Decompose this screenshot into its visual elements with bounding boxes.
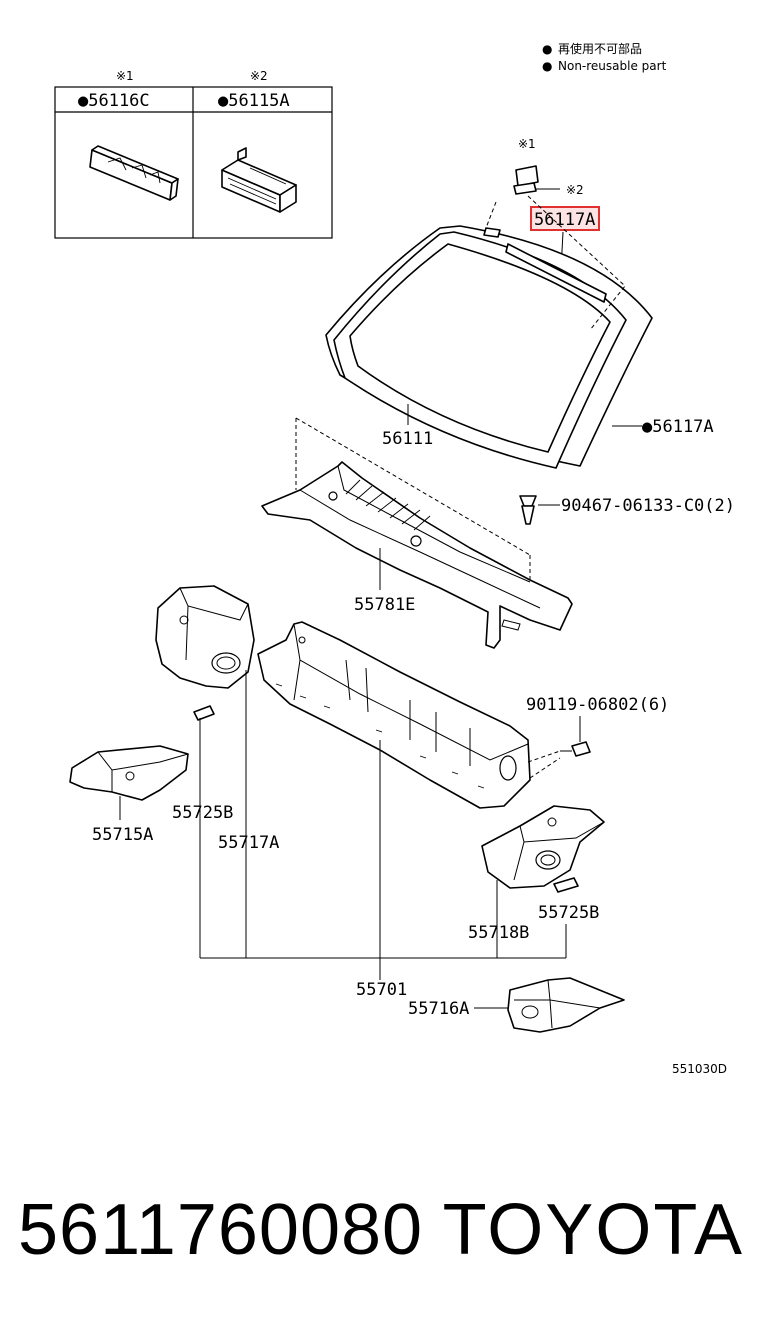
bracket-55718b [481, 805, 605, 893]
part-number: 5611760080 [18, 1190, 424, 1270]
clip-parts: ※1 ※2 [513, 137, 584, 197]
callout-marker-2: ※2 [566, 183, 584, 197]
callout-90467: 90467-06133-C0(2) [561, 496, 735, 516]
clip-90467 [519, 495, 560, 525]
cowl-panel-55701 [257, 621, 531, 809]
parts-diagram: ● 再使用不可部品 ● Non-reusable part ※1 ※2 ●561… [54, 41, 735, 1076]
bracket-55715a [69, 745, 189, 801]
callout-55717a: 55717A [218, 833, 279, 853]
inset-label-56115a: ●56115A [218, 91, 290, 111]
inset-box: ※1 ※2 ●56116C ●56115A [54, 69, 333, 239]
callout-90119: 90119-06802(6) [526, 695, 669, 715]
footer: 5611760080 TOYOTA [0, 1180, 760, 1290]
highlight-56117a: 56117A [530, 206, 600, 271]
bracket-55716a [507, 977, 625, 1033]
callout-55718b: 55718B [468, 923, 529, 943]
bolt-90119 [527, 716, 591, 779]
spacer-56116c-drawing [89, 145, 179, 201]
legend-dot-2: ● [542, 59, 552, 73]
callout-56117a-side: ●56117A [642, 417, 714, 437]
callout-55725b-right: 55725B [538, 903, 599, 923]
callout-55716a: 55716A [408, 999, 469, 1019]
callout-55725b-left: 55725B [172, 803, 233, 823]
legend-jp: 再使用不可部品 [558, 41, 642, 56]
legend-dot: ● [542, 42, 552, 56]
callout-55715a: 55715A [92, 825, 153, 845]
legend-en: Non-reusable part [558, 59, 667, 73]
left-side-bracket [155, 585, 255, 721]
diagram-id: 551030D [672, 1062, 727, 1076]
holder-56115a-drawing [221, 147, 297, 213]
legend: ● 再使用不可部品 ● Non-reusable part [542, 41, 667, 73]
callout-56111: 56111 [382, 429, 433, 449]
callout-55701: 55701 [356, 980, 407, 1000]
brand-name: TOYOTA [442, 1190, 744, 1270]
inset-marker-1: ※1 [116, 69, 134, 83]
inset-label-56116c: ●56116C [78, 91, 150, 111]
windshield-glass [325, 195, 653, 469]
callout-56117a-top: 56117A [534, 210, 595, 230]
callout-connector-lines [199, 670, 567, 1009]
callout-55781e: 55781E [354, 595, 415, 615]
cowl-louver-55781e [261, 461, 573, 649]
callout-marker-1: ※1 [518, 137, 536, 151]
inset-marker-2: ※2 [250, 69, 268, 83]
